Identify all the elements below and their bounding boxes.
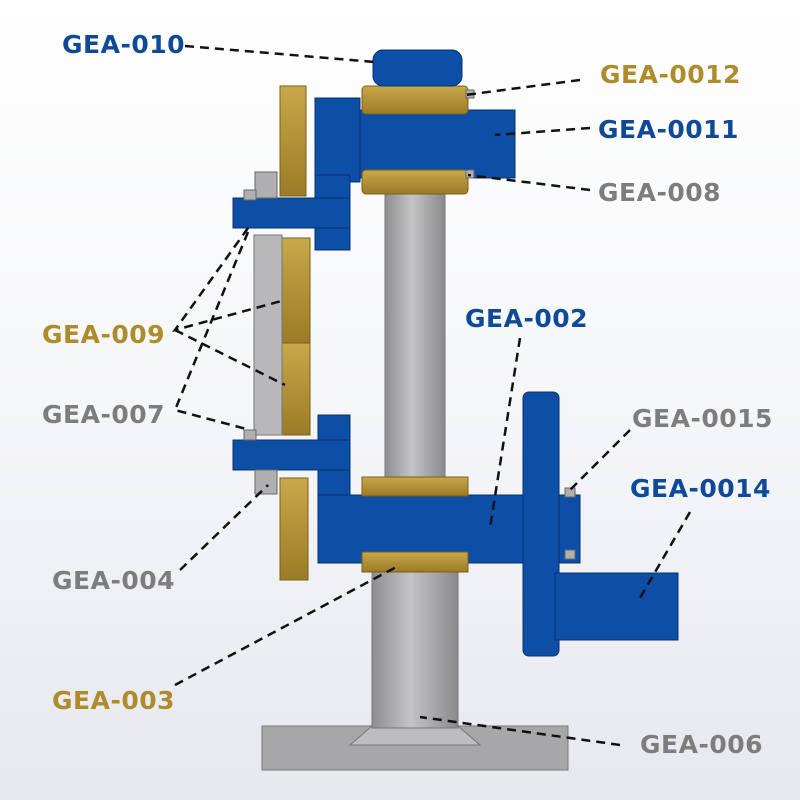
label-gea-010: GEA-010 (62, 30, 186, 59)
leader-lines (171, 44, 692, 747)
label-gea-002: GEA-002 (465, 304, 589, 333)
base-plate-gea-006 (261, 725, 569, 771)
label-gea-007: GEA-007 (42, 400, 166, 429)
label-gea-009: GEA-009 (42, 320, 166, 349)
handle-gea-0014 (522, 391, 679, 657)
upper-shaft (384, 191, 446, 483)
gold-plate-gea-009 (279, 85, 311, 581)
label-gea-0015: GEA-0015 (632, 404, 773, 433)
label-gea-0012: GEA-0012 (600, 60, 741, 89)
label-gea-0014: GEA-0014 (630, 474, 771, 503)
lower-shaft (371, 567, 459, 729)
label-gea-006: GEA-006 (640, 730, 764, 759)
top-cap-gea-010 (372, 49, 463, 87)
label-gea-003: GEA-003 (52, 686, 176, 715)
gold-collars-gea-003 (361, 85, 469, 573)
spacer-ring (253, 234, 283, 436)
label-gea-004: GEA-004 (52, 566, 176, 595)
label-gea-008: GEA-008 (598, 178, 722, 207)
label-gea-0011: GEA-0011 (598, 115, 739, 144)
upper-arm-gea-0011 (232, 97, 516, 251)
